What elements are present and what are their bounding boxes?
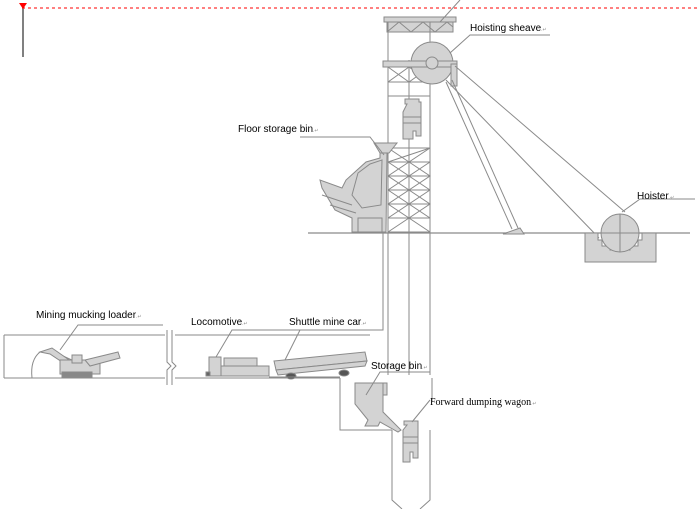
locomotive [205,356,270,377]
label-locomotive: Locomotive.↵ [191,317,248,328]
mining-mucking-loader [31,347,121,379]
label-forward-dumping-wagon: Forward dumping wagon.↵ [430,397,537,408]
label-storage-bin: Storage bin.↵ [371,361,428,372]
hoisting-sheave [382,41,458,87]
tunnel [3,330,392,431]
label-hoisting-sheave: Hoisting sheave.↵ [470,23,547,34]
label-shuttle-mine-car: Shuttle mine car.↵ [289,317,367,328]
floor-storage-bin [319,142,399,233]
hoist-ropes [445,65,626,239]
label-floor-storage-bin: Floor storage bin.↵ [238,124,319,135]
rope-anchor [502,227,525,235]
anchor-marker-icon [19,3,27,9]
hoister [584,213,657,263]
label-mining-mucking-loader: Mining mucking loader.↵ [36,310,142,321]
skip-upper [402,98,422,140]
shuttle-mine-car [269,351,368,380]
mine-shaft [370,233,433,509]
storage-bin [354,382,402,433]
forward-dumping-wagon [402,420,419,463]
label-hoister: Hoister.↵ [637,191,674,202]
leader-lines [59,0,695,423]
editor-guides [19,3,700,57]
